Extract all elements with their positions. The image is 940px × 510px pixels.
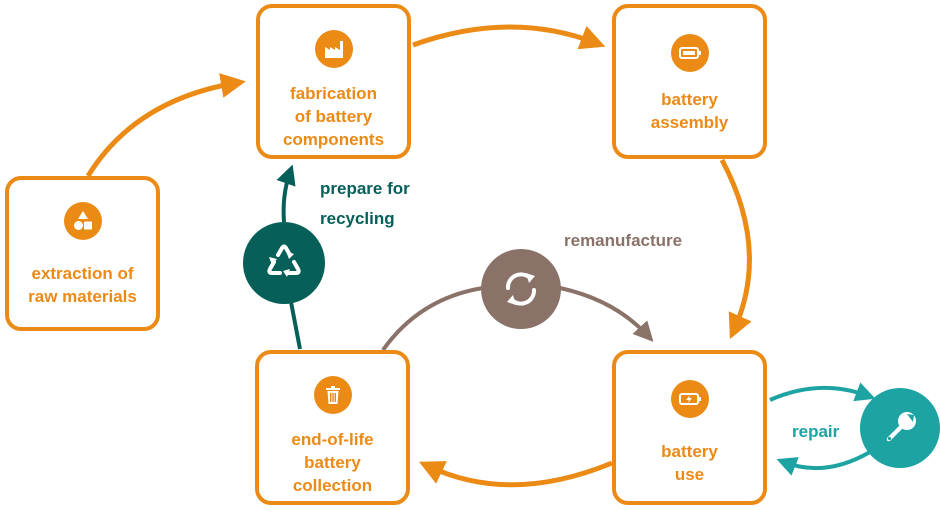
arrow-assembly-to-use [719,158,752,340]
arrow-fabrication-to-assembly [412,24,606,50]
arrow-use-to-repair [769,382,876,402]
arrow-extraction-to-fabrication [85,73,246,178]
recycling-label: prepare for recycling [320,179,410,228]
stage-extraction: extraction of raw materials [5,176,160,331]
wrench-icon [886,412,916,442]
stage-fabrication: fabrication of battery components [256,4,411,159]
stage-label: fabrication of battery components [282,84,385,149]
recycle-icon [267,244,301,277]
remanufacture-hub [481,249,561,329]
repair-hub [860,388,940,468]
arrow-repair-to-use [776,450,871,476]
battery-charging-icon [670,380,709,418]
arrow-collection-to-remanufacture [381,286,484,352]
refresh-icon [506,272,536,306]
recycling-hub [243,222,325,304]
stage-assembly: battery assembly [612,4,767,159]
arrow-recycling-to-fabrication [276,164,296,223]
arrow-remanufacture-to-use [559,286,654,342]
trash-icon [313,376,352,414]
stage-label: battery assembly [650,90,729,132]
stage-label: end-of-life battery collection [291,430,374,495]
factory-icon [314,30,353,68]
stage-label: extraction of raw materials [28,264,137,306]
stage-collection: end-of-life battery collection [255,350,410,505]
battery-icon [670,34,709,72]
stage-label: battery use [661,442,718,484]
arrow-collection-to-recycling [289,301,302,350]
stage-use: battery use [612,350,767,505]
arrow-use-to-collection [418,460,613,488]
repair-label: repair [792,422,840,441]
shapes-icon [63,202,102,240]
remanufacture-label: remanufacture [564,231,683,250]
